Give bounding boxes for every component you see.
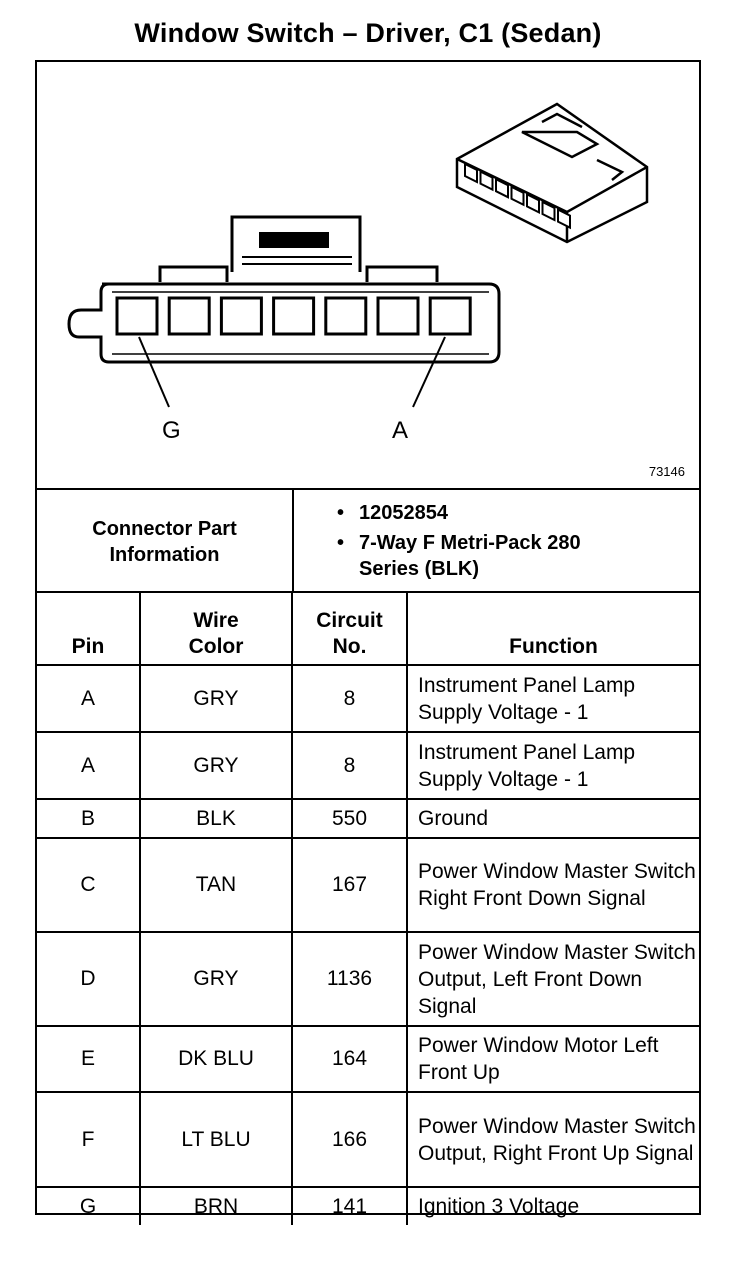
table-row: F LT BLU 166 Power Window Master Switch … — [37, 1091, 699, 1188]
function-cell: Power Window Motor Left Front Up — [406, 1025, 699, 1093]
header-wire-color: Wire Color — [139, 591, 293, 666]
connector-info-label: Connector Part Information — [37, 490, 294, 593]
table-row: A GRY 8 Instrument Panel Lamp Supply Vol… — [37, 664, 699, 733]
function-cell: Power Window Master Switch Output, Right… — [406, 1091, 699, 1188]
pin-cavity — [324, 296, 368, 336]
wire-color-cell: GRY — [139, 931, 293, 1027]
function-cell: Instrument Panel Lamp Supply Voltage - 1 — [406, 664, 699, 733]
isometric-cavities — [464, 162, 571, 230]
wire-color-cell: GRY — [139, 664, 293, 733]
table-row: C TAN 167 Power Window Master Switch Rig… — [37, 837, 699, 933]
isometric-cavity — [479, 169, 494, 192]
header-circuit-no: Circuit No. — [291, 591, 408, 666]
function-cell: Power Window Master Switch Right Front D… — [406, 837, 699, 933]
wire-color-cell: BRN — [139, 1186, 293, 1225]
connector-body — [67, 282, 501, 364]
pin-leader-a — [412, 336, 446, 408]
isometric-cavity — [526, 192, 540, 215]
circuit-cell: 164 — [291, 1025, 408, 1093]
pin-cavity — [272, 296, 316, 336]
table-row: G BRN 141 Ignition 3 Voltage — [37, 1186, 699, 1225]
pin-cell: E — [37, 1025, 141, 1093]
circuit-cell: 167 — [291, 837, 408, 933]
function-cell: Power Window Master Switch Output, Left … — [406, 931, 699, 1027]
circuit-cell: 166 — [291, 1091, 408, 1188]
function-cell: Instrument Panel Lamp Supply Voltage - 1 — [406, 731, 699, 800]
circuit-cell: 550 — [291, 798, 408, 839]
table-header-row: Pin Wire Color Circuit No. Function — [37, 591, 699, 666]
circuit-cell: 8 — [291, 664, 408, 733]
circuit-cell: 141 — [291, 1186, 408, 1225]
connector-diagram: G A 73146 — [37, 62, 699, 488]
wire-color-cell: DK BLU — [139, 1025, 293, 1093]
page-title: Window Switch – Driver, C1 (Sedan) — [134, 18, 602, 48]
pin-cell: A — [37, 664, 141, 733]
pin-label-a: A — [392, 417, 409, 444]
isometric-cavity — [541, 200, 556, 222]
connector-frame: G A 73146 Connector Part Information •12… — [35, 60, 701, 1225]
connector-shoulder-left — [158, 265, 229, 282]
circuit-cell: 1136 — [291, 931, 408, 1027]
wire-color-cell: LT BLU — [139, 1091, 293, 1188]
connector-part-number: •12052854 — [337, 502, 448, 524]
pin-cell: F — [37, 1091, 141, 1188]
table-row: B BLK 550 Ground — [37, 798, 699, 839]
wire-color-cell: BLK — [139, 798, 293, 839]
latch-window — [259, 232, 329, 248]
header-pin: Pin — [37, 591, 141, 666]
pin-leader-g — [138, 336, 170, 408]
connector-info-items: •12052854 •7-Way F Metri-Pack 280 Series… — [337, 500, 687, 586]
pin-cavity — [167, 296, 211, 336]
connector-part-information: Connector Part Information •12052854 •7-… — [37, 488, 699, 593]
table-row: D GRY 1136 Power Window Master Switch Ou… — [37, 931, 699, 1027]
pin-cell: D — [37, 931, 141, 1027]
pin-table: Pin Wire Color Circuit No. Function A GR… — [37, 591, 699, 1225]
function-cell: Ignition 3 Voltage — [406, 1186, 699, 1225]
table-row: A GRY 8 Instrument Panel Lamp Supply Vol… — [37, 731, 699, 800]
pin-cavity — [115, 296, 159, 336]
isometric-cavity — [495, 177, 509, 199]
pin-cavities — [115, 296, 472, 336]
pin-cavity — [428, 296, 472, 336]
function-cell: Ground — [406, 798, 699, 839]
bullet-icon: • — [337, 532, 345, 554]
isometric-cavity — [464, 162, 478, 184]
isometric-cavity — [557, 207, 571, 230]
pin-cell: B — [37, 798, 141, 839]
connector-drawing — [67, 102, 649, 408]
table-row: E DK BLU 164 Power Window Motor Left Fro… — [37, 1025, 699, 1093]
bullet-icon: • — [337, 502, 345, 524]
figure-number: 73146 — [648, 464, 685, 479]
pin-cell: C — [37, 837, 141, 933]
wire-color-cell: TAN — [139, 837, 293, 933]
header-function: Function — [406, 591, 699, 666]
pin-cell: A — [37, 731, 141, 800]
connector-description: •7-Way F Metri-Pack 280 Series (BLK) — [337, 532, 581, 580]
pin-cell: G — [37, 1186, 141, 1225]
connector-inner-edge — [112, 291, 489, 355]
connector-ribs — [242, 256, 352, 265]
isometric-cavity — [510, 185, 525, 207]
circuit-cell: 8 — [291, 731, 408, 800]
connector-shoulder-right — [365, 265, 439, 282]
pin-cavity — [376, 296, 420, 336]
wire-color-cell: GRY — [139, 731, 293, 800]
connector-latch — [230, 215, 362, 272]
pin-cavity — [219, 296, 263, 336]
pin-label-g: G — [162, 417, 181, 444]
